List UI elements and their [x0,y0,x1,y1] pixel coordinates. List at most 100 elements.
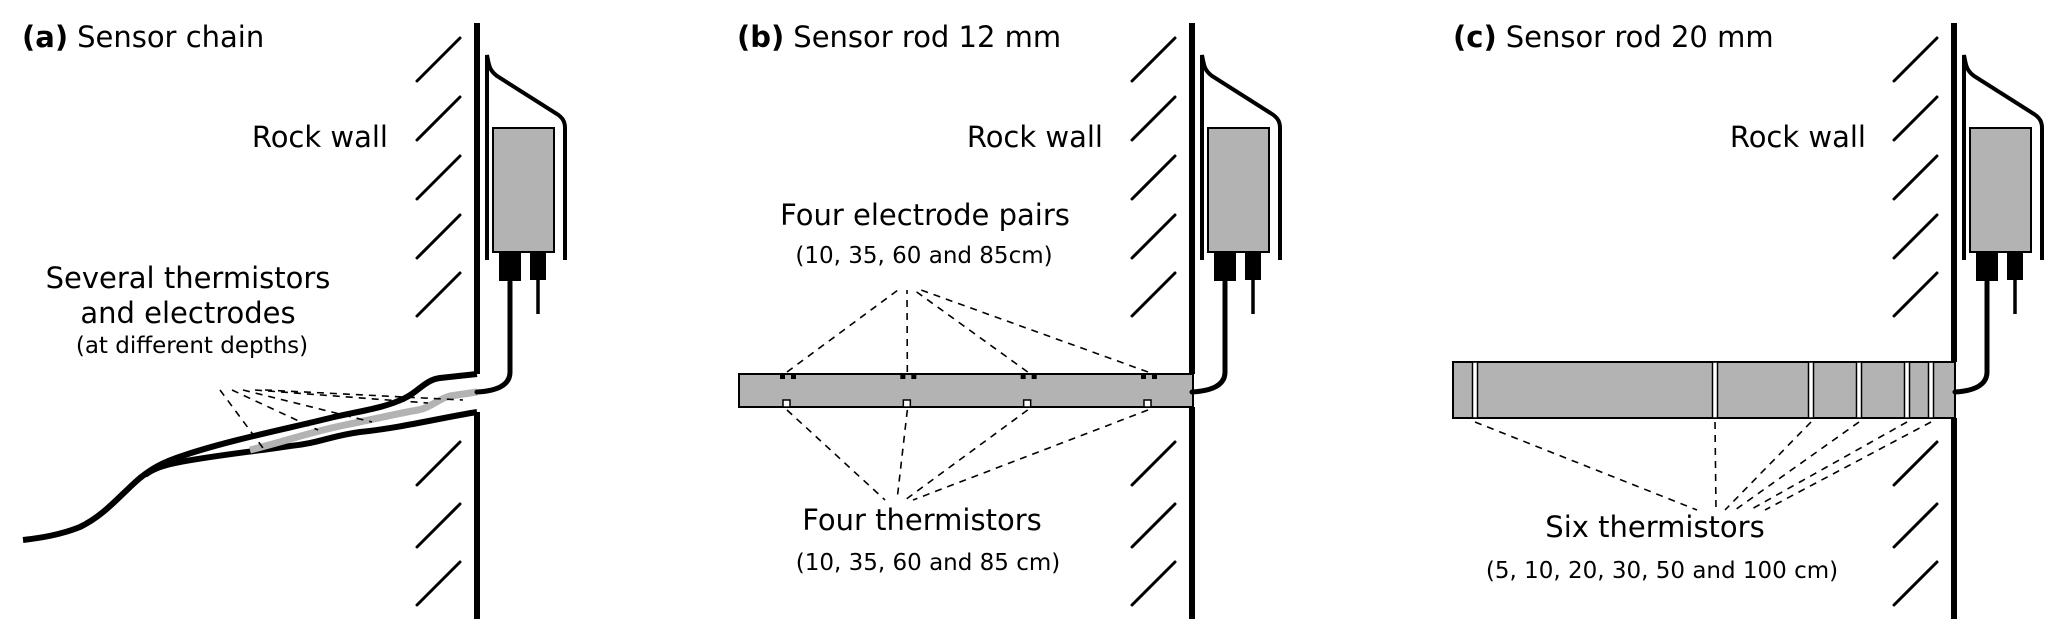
leader-line [231,389,319,431]
thermistor-leader-line [912,409,1149,501]
rock-hatch-mark [1892,213,1939,260]
logger-shield [485,54,567,260]
panel-c-thermistors-label: Six thermistors [1545,510,1764,544]
panel-a-rock-wall-label: Rock wall [252,120,388,154]
rock-hatch-mark [1130,36,1177,83]
panel-a-title-text: Sensor chain [77,20,264,54]
thermistor [782,399,791,408]
logger-connector-right [2007,252,2023,280]
panel-a-rock-surface-upper [22,371,478,543]
panel-c-title: (c) Sensor rod 20 mm [1453,20,1774,54]
panel-a-logger-cable [474,279,513,395]
rock-hatch-mark [1892,154,1939,201]
rock-hatch-mark [1130,502,1177,549]
thermistor-band [1903,361,1911,419]
thermistor [902,399,912,408]
leader-line [254,389,429,404]
rock-hatch-mark [1892,95,1939,142]
rock-hatch-mark [415,154,462,201]
rock-hatch-mark [1892,502,1939,549]
rock-hatch-mark [1130,440,1177,487]
rock-hatch-mark [1130,560,1177,607]
panel-b-electrodes-depths: (10, 35, 60 and 85cm) [795,243,1052,269]
panel-a-rock-surface-lower [143,409,478,478]
panel-c-rock-wall-label: Rock wall [1730,120,1866,154]
rock-hatch-mark [415,271,462,318]
logger-connector-left [499,252,521,281]
panel-c-title-text: Sensor rod 20 mm [1506,20,1774,54]
panel-b-logger-cable [1189,279,1228,395]
electrode [1031,374,1037,379]
logger-shield [1200,54,1282,260]
thermistor [1022,399,1032,408]
thermistor-band [1471,361,1479,419]
rock-hatch-mark [1130,154,1177,201]
panel-a: (a) Sensor chain Rock wall Several thermi… [22,20,567,619]
panel-a-annotation-line-2: and electrodes [80,296,295,330]
electrode [1141,374,1146,379]
panel-c-leader-lines [1474,421,1932,511]
thermistor-leader-line [1764,421,1932,511]
rock-hatch-mark [415,560,462,607]
electrode-leader-line [913,289,1029,373]
panel-c-thermistors-depths: (5, 10, 20, 30, 50 and 100 cm) [1486,558,1838,584]
electrode [900,374,906,379]
rock-hatch-mark [1130,95,1177,142]
panel-b-title: (b) Sensor rod 12 mm [737,20,1061,54]
panel-b-thermistors-label: Four thermistors [802,503,1041,537]
electrode [780,374,785,379]
thermistor-band [1927,361,1935,419]
electrode [1152,374,1157,379]
panel-b-rock-wall-label: Rock wall [967,120,1103,154]
thermistor-leader-line [1749,421,1908,511]
panel-a-annotation-line-1: Several thermistors [46,261,331,295]
logger-connector-right [1245,252,1261,280]
rock-hatch-mark [1892,560,1939,607]
rock-hatch-mark [1892,440,1939,487]
panel-a-sensor-chain [249,388,478,454]
data-logger-box [492,127,555,253]
data-logger-box [1969,127,2032,253]
thermistor [1143,399,1152,408]
logger-connector-right [530,252,546,280]
data-logger-box [1207,127,1270,253]
rock-hatch-mark [415,95,462,142]
rock-hatch-mark [1130,213,1177,260]
rock-hatch-mark [415,213,462,260]
rock-hatch-mark [1892,36,1939,83]
panel-a-leader-lines [219,389,464,449]
panel-b-wall-assembly [1130,23,1282,619]
thermistor-leader-line [1714,421,1717,511]
thermistor-band [1711,361,1719,419]
electrode-leader-line [786,289,899,373]
logger-shield [1962,54,2044,260]
thermistor-leader-line [896,409,909,501]
panel-b-electrodes-label: Four electrode pairs [780,198,1070,232]
panel-a-wall-assembly [415,23,567,619]
panel-c-wall-assembly [1892,23,2044,619]
panel-c: (c) Sensor rod 20 mm Rock wall Six thermi… [1452,20,2044,619]
panel-b-sensor-rod [738,373,1194,408]
panel-b-title-text: Sensor rod 12 mm [793,20,1061,54]
thermistor-leader-line [1474,421,1698,511]
panel-a-annotation-line-3: (at different depths) [76,333,308,359]
rock-hatch-mark [415,440,462,487]
panel-c-rod-sensors [1471,361,1935,419]
logger-connector-left [1976,252,1998,281]
panel-b-thermistors-depths: (10, 35, 60 and 85 cm) [796,550,1061,576]
thermistor-leader-line [1724,421,1812,511]
electrode [1020,374,1026,379]
thermistor-leader-line [786,409,886,501]
rock-hatch-mark [1892,271,1939,318]
panel-c-logger-cable [1952,279,1990,395]
panel-b-tag: (b) [737,20,784,54]
electrode [911,374,917,379]
electrode-leader-line [920,289,1149,373]
panel-b: (b) Sensor rod 12 mm Rock wall Four elect… [737,20,1282,619]
panel-c-tag: (c) [1453,20,1497,54]
panel-a-title: (a) Sensor chain [22,20,264,54]
rock-hatch-mark [415,502,462,549]
panel-c-sensor-rod [1452,361,1956,419]
panel-a-tag: (a) [22,20,68,54]
panel-b-leader-lines [786,289,1149,501]
